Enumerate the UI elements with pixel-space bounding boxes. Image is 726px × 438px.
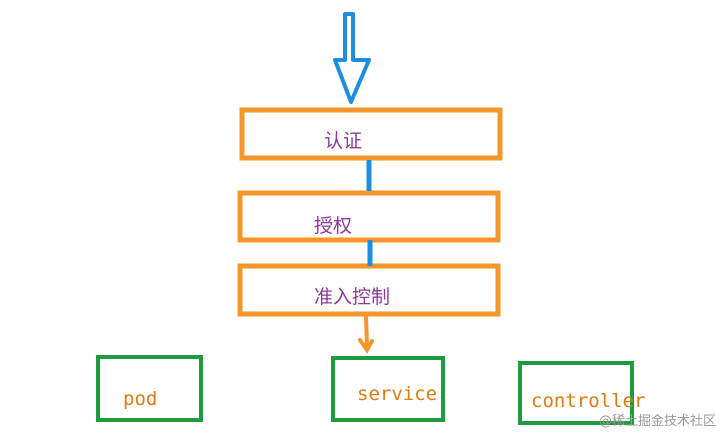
stage-label-authentication: 认证 xyxy=(324,130,363,152)
resource-box-controller xyxy=(518,361,634,425)
entry-arrow xyxy=(333,12,371,104)
resource-box-service xyxy=(331,356,445,422)
resource-label-pod: pod xyxy=(123,388,158,410)
stage-box-authorization xyxy=(237,190,501,243)
watermark-text: @稀土掘金技术社区 xyxy=(598,414,716,429)
resource-box-pod xyxy=(96,355,203,422)
stage-label-admission-control: 准入控制 xyxy=(314,286,391,308)
exit-arrow xyxy=(358,314,374,354)
stage-box-authentication xyxy=(239,107,503,161)
resource-label-controller: controller xyxy=(531,390,646,412)
stage-label-authorization: 授权 xyxy=(314,215,353,237)
resource-label-service: service xyxy=(357,383,438,405)
